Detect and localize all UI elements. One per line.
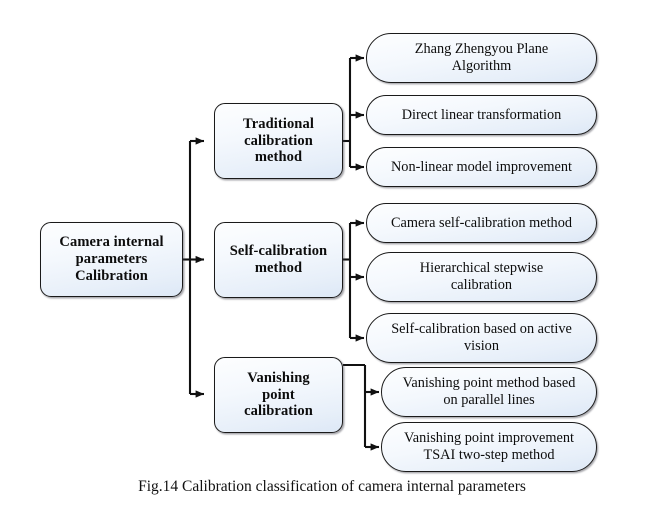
node-leaf-camera-self-calibration-method[interactable]: Camera self-calibration method — [366, 203, 597, 243]
node-branch-label-2: Vanishing point calibration — [244, 369, 313, 420]
node-leaf-label-1: Direct linear transformation — [401, 106, 562, 123]
node-branch-label-0: Traditional calibration method — [243, 115, 314, 166]
node-leaf-non-linear-model-improvement[interactable]: Non-linear model improvement — [366, 147, 597, 187]
node-leaf-direct-linear-transformation[interactable]: Direct linear transformation — [366, 95, 597, 135]
figure-caption: Fig.14 Calibration classification of cam… — [138, 478, 526, 495]
node-leaf-label-3: Camera self-calibration method — [390, 214, 573, 231]
node-leaf-vanishing-point-method-based-on-parallel-lines[interactable]: Vanishing point method based on parallel… — [381, 367, 597, 417]
node-leaf-self-calibration-based-on-active-vision[interactable]: Self-calibration based on active vision — [366, 313, 597, 363]
node-leaf-label-2: Non-linear model improvement — [390, 158, 573, 175]
node-branch-vanishing-point-calibration[interactable]: Vanishing point calibration — [214, 357, 343, 433]
node-leaf-label-4: Hierarchical stepwise calibration — [419, 260, 544, 293]
node-leaf-zhang-zhengyou-plane-algorithm[interactable]: Zhang Zhengyou Plane Algorithm — [366, 33, 597, 83]
node-leaf-label-0: Zhang Zhengyou Plane Algorithm — [414, 41, 549, 74]
node-leaf-vanishing-point-improvement-tsai-two-step-method[interactable]: Vanishing point improvement TSAI two-ste… — [381, 422, 597, 472]
node-root-camera-internal-parameters-calibration[interactable]: Camera internal parameters Calibration — [40, 222, 183, 297]
node-leaf-hierarchical-stepwise-calibration[interactable]: Hierarchical stepwise calibration — [366, 252, 597, 302]
node-branch-label-1: Self-calibration method — [229, 243, 328, 276]
node-branch-traditional-calibration-method[interactable]: Traditional calibration method — [214, 103, 343, 179]
node-leaf-label-6: Vanishing point method based on parallel… — [402, 375, 576, 408]
node-leaf-label-7: Vanishing point improvement TSAI two-ste… — [404, 430, 574, 463]
node-branch-self-calibration-method[interactable]: Self-calibration method — [214, 222, 343, 298]
node-leaf-label-5: Self-calibration based on active vision — [391, 321, 572, 354]
node-root-label: Camera internal parameters Calibration — [59, 234, 164, 284]
